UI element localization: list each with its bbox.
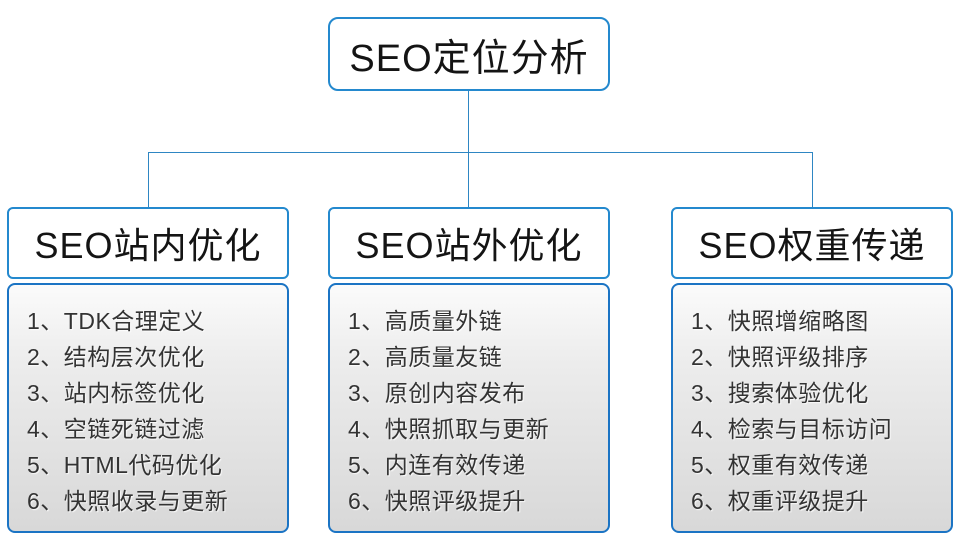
branch-title: SEO权重传递 [698, 225, 926, 266]
connector-crossbar [148, 152, 813, 153]
list-item: 2、高质量友链 [348, 344, 503, 370]
list-item: 4、空链死链过滤 [27, 416, 205, 442]
list-item: 6、快照收录与更新 [27, 488, 229, 514]
branch-header: SEO站外优化 [328, 207, 610, 279]
branch-header: SEO站内优化 [7, 207, 289, 279]
list-item: 1、快照增缩略图 [691, 308, 869, 334]
list-item: 6、权重评级提升 [691, 488, 869, 514]
list-item: 4、检索与目标访问 [691, 416, 893, 442]
branch-item-list: 1、TDK合理定义 2、结构层次优化 3、站内标签优化 4、空链死链过滤 5、H… [7, 283, 289, 533]
list-item: 5、HTML代码优化 [27, 452, 223, 478]
list-item: 1、高质量外链 [348, 308, 503, 334]
connector-root-stem [468, 91, 469, 152]
list-item: 3、原创内容发布 [348, 380, 526, 406]
branch-header: SEO权重传递 [671, 207, 953, 279]
branch-title: SEO站内优化 [34, 225, 262, 266]
list-item: 5、内连有效传递 [348, 452, 526, 478]
connector-drop-left [148, 152, 149, 208]
list-item: 6、快照评级提升 [348, 488, 526, 514]
list-item: 2、快照评级排序 [691, 344, 869, 370]
connector-drop-middle [468, 152, 469, 208]
connector-drop-right [812, 152, 813, 208]
branch-item-list: 1、快照增缩略图 2、快照评级排序 3、搜索体验优化 4、检索与目标访问 5、权… [671, 283, 953, 533]
list-item: 2、结构层次优化 [27, 344, 205, 370]
list-item: 1、TDK合理定义 [27, 308, 206, 334]
list-item: 4、快照抓取与更新 [348, 416, 550, 442]
root-node: SEO定位分析 [328, 17, 610, 91]
list-item: 3、搜索体验优化 [691, 380, 869, 406]
root-node-label: SEO定位分析 [349, 37, 589, 80]
branch-item-list: 1、高质量外链 2、高质量友链 3、原创内容发布 4、快照抓取与更新 5、内连有… [328, 283, 610, 533]
branch-title: SEO站外优化 [355, 225, 583, 266]
list-item: 3、站内标签优化 [27, 380, 205, 406]
list-item: 5、权重有效传递 [691, 452, 869, 478]
